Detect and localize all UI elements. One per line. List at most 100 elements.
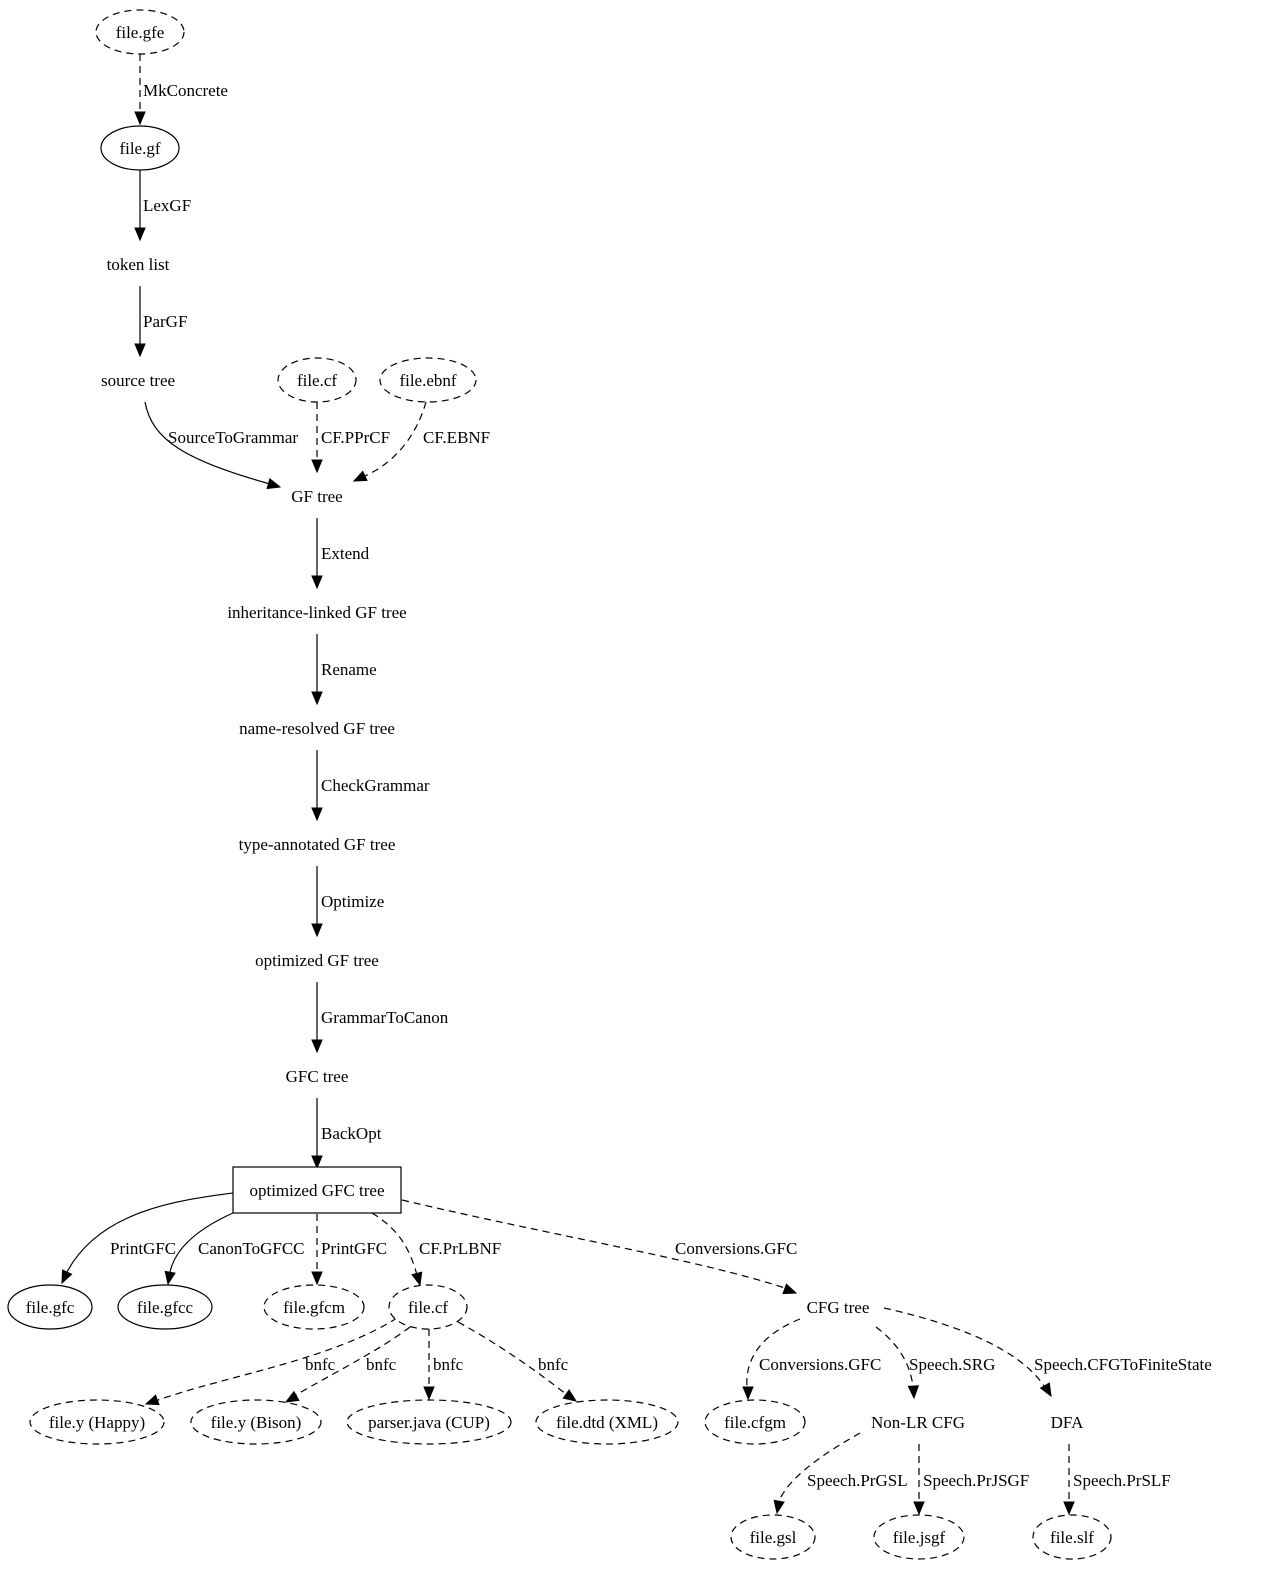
node-label: name-resolved GF tree <box>239 719 395 738</box>
node-file-gfcm: file.gfcm <box>263 1284 365 1330</box>
arrowhead-icon <box>164 1270 176 1286</box>
edge-label: bnfc <box>366 1355 397 1374</box>
node-label: parser.java (CUP) <box>368 1413 490 1432</box>
arrowhead-icon <box>411 1271 423 1287</box>
node-token-list: token list <box>107 255 170 274</box>
arrowhead-icon <box>1039 1382 1052 1398</box>
edge-lexgf: LexGF <box>134 170 191 242</box>
edge-speechprjsgf: Speech.PrJSGF <box>913 1444 1029 1516</box>
edge-cfebnf: CF.EBNF <box>352 401 490 482</box>
edge-line <box>401 1199 786 1289</box>
edge-label: Speech.SRG <box>909 1355 995 1374</box>
arrowhead-icon <box>311 575 323 590</box>
node-inherit-tree: inheritance-linked GF tree <box>227 603 406 622</box>
node-label: CFG tree <box>807 1298 870 1317</box>
node-file-gfe: file.gfe <box>95 9 185 55</box>
edge-label: Speech.CFGToFiniteState <box>1034 1355 1212 1374</box>
node-file-ebnf: file.ebnf <box>379 357 477 403</box>
edge-label: CanonToGFCC <box>198 1239 305 1258</box>
arrowhead-icon <box>311 691 323 706</box>
node-label: file.cf <box>297 371 337 390</box>
node-label: optimized GFC tree <box>249 1181 384 1200</box>
arrowhead-icon <box>782 1283 798 1295</box>
edge-convgfc1: Conversions.GFC <box>401 1199 798 1295</box>
edge-printgfc2: PrintGFC <box>311 1214 387 1286</box>
arrowhead-icon <box>311 1271 323 1286</box>
edge-cfprlbnf: CF.PrLBNF <box>371 1212 501 1287</box>
arrowhead-icon <box>1063 1501 1075 1516</box>
node-file-dtd: file.dtd (XML) <box>535 1399 679 1445</box>
node-file-gf: file.gf <box>100 125 180 171</box>
node-label: file.gf <box>119 139 160 158</box>
edge-label: Extend <box>321 544 370 563</box>
edge-cfpprcf: CF.PPrCF <box>311 402 390 474</box>
edge-label: bnfc <box>305 1355 336 1374</box>
node-file-gfc: file.gfc <box>7 1284 93 1330</box>
edge-line <box>364 401 427 477</box>
arrowhead-icon <box>311 459 323 474</box>
node-label: token list <box>107 255 170 274</box>
edge-bnfc2: bnfc <box>284 1326 411 1403</box>
edge-line <box>144 401 271 485</box>
node-label: type-annotated GF tree <box>239 835 396 854</box>
arrowhead-icon <box>742 1386 754 1401</box>
edge-label: Rename <box>321 660 377 679</box>
edge-bnfc1: bnfc <box>144 1317 398 1406</box>
node-label: file.gsl <box>750 1528 797 1547</box>
edge-line <box>169 1212 234 1273</box>
arrowhead-icon <box>266 478 282 490</box>
edge-bnfc3: bnfc <box>423 1329 464 1401</box>
node-label: file.jsgf <box>893 1528 946 1547</box>
node-label: file.slf <box>1050 1528 1094 1547</box>
edge-speechsrg: Speech.SRG <box>875 1326 995 1400</box>
node-ellipse <box>7 1284 93 1330</box>
arrowhead-icon <box>773 1499 785 1515</box>
arrowhead-icon <box>134 227 146 242</box>
node-label: inheritance-linked GF tree <box>227 603 406 622</box>
node-file-cf-bot: file.cf <box>388 1284 468 1330</box>
node-file-cfgm: file.cfgm <box>704 1399 806 1445</box>
edge-speechprslf: Speech.PrSLF <box>1063 1444 1171 1516</box>
arrowhead-icon <box>311 1155 323 1170</box>
node-nonlr-cfg: Non-LR CFG <box>871 1413 965 1432</box>
edge-label: bnfc <box>433 1355 464 1374</box>
node-ellipse <box>346 1399 512 1445</box>
edge-label: Speech.PrSLF <box>1073 1471 1171 1490</box>
arrowhead-icon <box>311 1039 323 1054</box>
edge-label: ParGF <box>143 312 187 331</box>
node-ellipse <box>117 1284 213 1330</box>
edge-label: BackOpt <box>321 1124 382 1143</box>
node-label: optimized GF tree <box>255 951 379 970</box>
node-label: file.y (Bison) <box>211 1413 302 1432</box>
node-box <box>232 1166 402 1214</box>
edge-mkconcrete: MkConcrete <box>134 54 228 126</box>
node-file-cf-top: file.cf <box>277 357 357 403</box>
node-label: file.cf <box>408 1298 448 1317</box>
node-type-tree: type-annotated GF tree <box>239 835 396 854</box>
node-ellipse <box>190 1399 322 1445</box>
node-ellipse <box>263 1284 365 1330</box>
node-cfg-tree: CFG tree <box>807 1298 870 1317</box>
edge-label: Speech.PrJSGF <box>923 1471 1029 1490</box>
node-label: file.gfcm <box>283 1298 345 1317</box>
node-label: file.dtd (XML) <box>556 1413 658 1432</box>
edge-extend: Extend <box>311 518 370 590</box>
edge-pargf: ParGF <box>134 286 187 358</box>
node-dfa: DFA <box>1051 1413 1084 1432</box>
edge-label: GrammarToCanon <box>321 1008 449 1027</box>
node-label: DFA <box>1051 1413 1084 1432</box>
node-file-gsl: file.gsl <box>730 1514 816 1560</box>
edge-convgfc2: Conversions.GFC <box>742 1318 881 1401</box>
arrowhead-icon <box>284 1390 300 1403</box>
node-ellipse <box>95 9 185 55</box>
edge-label: Speech.PrGSL <box>807 1471 908 1490</box>
edge-label: bnfc <box>538 1355 569 1374</box>
arrowhead-icon <box>423 1386 435 1401</box>
edge-printgfc1: PrintGFC <box>61 1192 234 1285</box>
arrowhead-icon <box>144 1394 160 1406</box>
node-label: file.ebnf <box>399 371 456 390</box>
edge-label: Optimize <box>321 892 384 911</box>
arrowhead-icon <box>311 807 323 822</box>
arrowhead-icon <box>61 1269 73 1285</box>
